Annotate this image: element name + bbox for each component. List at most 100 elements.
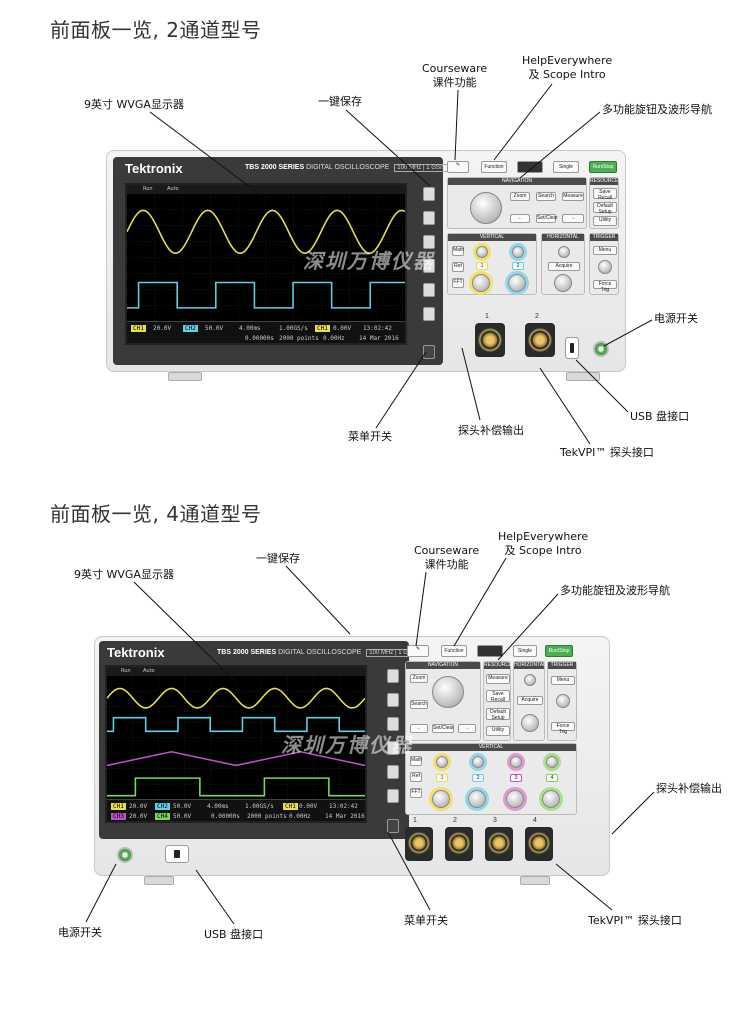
ch2-scale-knob[interactable] (508, 274, 526, 292)
force-trig-button-2[interactable]: Force Trig (551, 722, 575, 735)
ch3-position-knob-2[interactable] (510, 756, 522, 768)
trigger-level-2: 0.00V (299, 803, 318, 810)
bnc-label-2-4: 4 (533, 817, 537, 824)
ch3-menu-button-2[interactable]: 3 (510, 774, 522, 782)
ch2-scale-knob-2[interactable] (468, 790, 486, 808)
series-label: TBS 2000 SERIES DIGITAL OSCILLOSCOPE 100… (245, 164, 448, 172)
ch1-menu-button[interactable]: 1 (476, 262, 488, 270)
navigation-panel: NAVIGATION Zoom Search Measure ← Set/Cle… (447, 177, 587, 229)
horizontal-scale-knob[interactable] (554, 274, 572, 292)
zoom-button[interactable]: Zoom (510, 192, 530, 201)
ch3-scale-knob-2[interactable] (506, 790, 524, 808)
ch2-menu-button-2[interactable]: 2 (472, 774, 484, 782)
ch1-scale-knob-2[interactable] (432, 790, 450, 808)
ch1-bnc-connector[interactable] (478, 328, 502, 352)
side-key-4[interactable] (423, 259, 435, 273)
horizontal-scale-knob-2[interactable] (521, 714, 539, 732)
run-stop-button[interactable]: Run/Stop (589, 161, 617, 173)
trigger-level-knob-2[interactable] (556, 694, 570, 708)
ch1-scale-knob[interactable] (472, 274, 490, 292)
set-clear-button-2[interactable]: Set/Clear (432, 724, 454, 733)
ch4-position-knob-2[interactable] (546, 756, 558, 768)
courseware-button[interactable]: ✎ (447, 161, 469, 173)
side-key-2[interactable] (423, 211, 435, 225)
side-key-2-3[interactable] (387, 717, 399, 731)
bnc-label-2: 2 (535, 313, 539, 320)
measure-button[interactable]: Measure (562, 192, 584, 201)
fft-button-2[interactable]: FFT (410, 788, 422, 798)
courseware-button-2[interactable]: ✎ (407, 645, 429, 657)
side-key-1[interactable] (423, 187, 435, 201)
math-button[interactable]: Math (452, 246, 464, 256)
zoom-button-2[interactable]: Zoom (410, 674, 428, 683)
power-button-2[interactable] (117, 847, 133, 863)
math-button-2[interactable]: Math (410, 756, 422, 766)
horizontal-position-knob[interactable] (558, 246, 570, 258)
ch1-position-knob-2[interactable] (436, 756, 448, 768)
ch3-bnc-connector-2[interactable] (488, 832, 510, 854)
side-key-2-6[interactable] (387, 789, 399, 803)
ch2-menu-button[interactable]: 2 (512, 262, 524, 270)
trigger-menu-button-2[interactable]: Menu (551, 676, 575, 685)
side-key-3[interactable] (423, 235, 435, 249)
ref-button[interactable]: Ref (452, 262, 464, 272)
ch1-menu-button-2[interactable]: 1 (436, 774, 448, 782)
side-key-6[interactable] (423, 307, 435, 321)
side-key-2-4[interactable] (387, 741, 399, 755)
ch4-bnc-connector-2[interactable] (528, 832, 550, 854)
search-button-2[interactable]: Search (410, 700, 428, 709)
search-button[interactable]: Search (536, 192, 556, 201)
ch4-menu-button-2[interactable]: 4 (546, 774, 558, 782)
usb-port-2[interactable] (165, 845, 189, 863)
utility-button[interactable]: Utility (593, 216, 617, 226)
prev-mark-button-2[interactable]: ← (410, 724, 428, 733)
next-mark-button-2[interactable]: → (458, 724, 476, 733)
help-button-2[interactable] (477, 645, 503, 657)
prev-mark-button[interactable]: ← (510, 214, 530, 223)
measure-button-2[interactable]: Measure (486, 674, 510, 684)
menu-toggle-key-2[interactable] (387, 819, 399, 833)
menu-toggle-key[interactable] (423, 345, 435, 359)
utility-button-2[interactable]: Utility (486, 726, 510, 736)
ref-button-2[interactable]: Ref (410, 772, 422, 782)
multipurpose-knob-2[interactable] (432, 676, 464, 708)
horizontal-position-knob-2[interactable] (524, 674, 536, 686)
callout-probe-comp: 探头补偿输出 (458, 424, 524, 437)
fft-button[interactable]: FFT (452, 278, 464, 288)
single-button[interactable]: Single (553, 161, 579, 173)
leader-save-2 (285, 565, 351, 635)
default-setup-button[interactable]: Default Setup (593, 202, 617, 215)
trigger-level-knob[interactable] (598, 260, 612, 274)
side-key-2-5[interactable] (387, 765, 399, 779)
ch2-bnc-connector-2[interactable] (448, 832, 470, 854)
side-key-2-2[interactable] (387, 693, 399, 707)
bnc-label-1: 1 (485, 313, 489, 320)
function-button-2[interactable]: Function (441, 645, 467, 657)
ch2-position-knob[interactable] (512, 246, 524, 258)
clock: 13:02:42 (363, 325, 392, 332)
ch1-position-knob[interactable] (476, 246, 488, 258)
multipurpose-knob[interactable] (470, 192, 502, 224)
set-clear-button[interactable]: Set/Clear (536, 214, 558, 223)
ch1-bnc-connector-2[interactable] (408, 832, 430, 854)
default-setup-button-2[interactable]: Default Setup (486, 708, 510, 721)
ch2-bnc-connector[interactable] (528, 328, 552, 352)
acquire-button[interactable]: Acquire (548, 262, 580, 271)
ch4-scale-knob-2[interactable] (542, 790, 560, 808)
ch2-position-knob-2[interactable] (472, 756, 484, 768)
power-button[interactable] (593, 341, 609, 357)
help-button[interactable] (517, 161, 543, 173)
function-button[interactable]: Function (481, 161, 507, 173)
usb-port[interactable] (565, 337, 579, 359)
trigger-menu-button[interactable]: Menu (593, 246, 617, 255)
next-mark-button[interactable]: → (562, 214, 584, 223)
save-recall-button[interactable]: Save Recall (593, 188, 617, 201)
acquire-button-2[interactable]: Acquire (517, 696, 543, 705)
oscilloscope-2ch: Tektronix TBS 2000 SERIES DIGITAL OSCILL… (106, 150, 626, 372)
force-trig-button[interactable]: Force Trig (593, 280, 617, 293)
side-key-2-1[interactable] (387, 669, 399, 683)
save-recall-button-2[interactable]: Save Recall (486, 690, 510, 703)
run-stop-button-2[interactable]: Run/Stop (545, 645, 573, 657)
single-button-2[interactable]: Single (513, 645, 537, 657)
side-key-5[interactable] (423, 283, 435, 297)
